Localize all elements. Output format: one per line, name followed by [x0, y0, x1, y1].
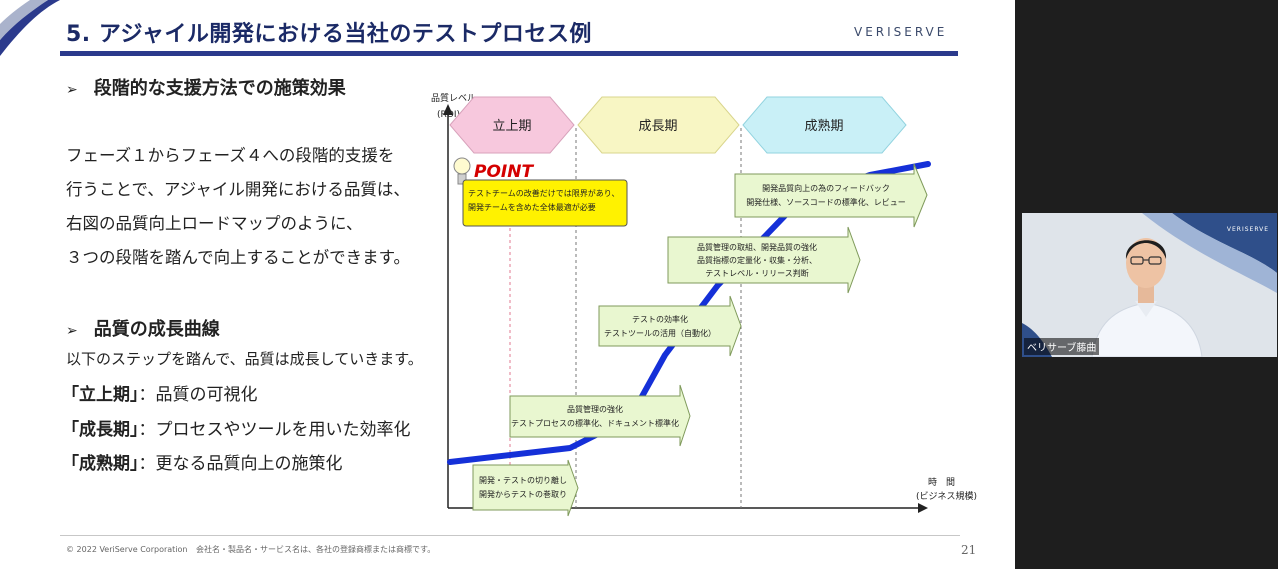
point-label: POINT [474, 162, 534, 182]
step-text: テストの効率化 [632, 314, 688, 324]
step-text: 開発仕様、ソースコードの標準化、レビュー [746, 197, 906, 207]
arrow-bullet-icon: ➢ [66, 323, 78, 339]
brand-logo: VERISERVE [854, 25, 948, 39]
x-axis-label: 時 間 [928, 477, 955, 488]
presenter-video-tile[interactable]: VERISERVE ベリサーブ藤曲 [1022, 213, 1277, 357]
stage-item: 「成熟期」：更なる品質向上の施策化 [62, 454, 343, 474]
section1-line: フェーズ１からフェーズ４への段階的支援を [66, 146, 395, 165]
presenter-name-label: ベリサーブ藤曲 [1024, 338, 1100, 355]
y-axis-label: 品質レベル [431, 92, 476, 104]
step-arrow [598, 295, 742, 357]
step-arrow [509, 384, 691, 447]
page-number: 21 [961, 543, 977, 557]
step-text: 開発・テストの切り離し [479, 475, 567, 485]
slide: 5. アジャイル開発における当社のテストプロセス例 VERISERVE ➢段階的… [0, 0, 1015, 569]
step-text: テストツールの活用（自動化） [604, 328, 716, 338]
section1-line: 行うことで、アジャイル開発における品質は、 [66, 180, 410, 199]
trademark-notice: 会社名・製品名・サービス名は、各社の登録商標または商標です。 [196, 545, 436, 554]
section1-heading: ➢段階的な支援方法での施策効果 [66, 78, 346, 99]
y-axis-label: (ROI) [437, 110, 460, 120]
x-axis-label: (ビジネス規模) [916, 491, 977, 502]
arrow-bullet-icon: ➢ [66, 82, 78, 98]
phase-arrow-seijuku [742, 96, 907, 154]
phase-label: 成熟期 [804, 118, 843, 134]
step-text: テストレベル・リリース判断 [705, 268, 809, 278]
step-arrow [734, 163, 928, 228]
section2-heading: ➢品質の成長曲線 [66, 319, 220, 340]
presenter-video: VERISERVE [1022, 213, 1277, 357]
section2-intro: 以下のステップを踏んで、品質は成長していきます。 [66, 350, 423, 368]
point-note-line: テストチームの改善だけでは限界があり、 [468, 188, 619, 198]
step-text: 開発品質向上の為のフィードバック [762, 183, 890, 193]
lightbulb-icon [453, 157, 471, 175]
step-text: 品質指標の定量化・収集・分析、 [697, 255, 817, 265]
step-text: テストプロセスの標準化、ドキュメント標準化 [511, 418, 679, 428]
step-text: 品質管理の強化 [567, 404, 623, 414]
step-text: 開発からテストの巻取り [479, 489, 567, 499]
copyright: © 2022 VeriServe Corporation [66, 545, 188, 554]
phase-label: 立上期 [492, 119, 531, 134]
stage-item: 「立上期」：品質の可視化 [62, 385, 258, 405]
step-arrow [667, 226, 861, 294]
corner-swoosh-decoration [0, 0, 60, 56]
step-arrow [472, 459, 579, 517]
stage-item: 「成長期」：プロセスやツールを用いた効率化 [62, 420, 411, 440]
phase-label: 成長期 [638, 119, 677, 134]
y-axis-arrowhead [443, 104, 453, 115]
section1-line: 右図の品質向上ロードマップのように、 [66, 214, 363, 233]
title-underline [60, 51, 958, 56]
point-callout: POINT テストチームの改善だけでは限界があり、 開発チームを含めた全体最適が… [453, 157, 628, 227]
phase-arrow-seichou [577, 96, 740, 154]
point-note-box [462, 179, 628, 227]
step-text: 品質管理の取組、開発品質の強化 [697, 242, 817, 252]
point-note-line: 開発チームを含めた全体最適が必要 [468, 202, 596, 212]
phase-arrow-tachiage [449, 96, 575, 154]
section1-line: ３つの段階を踏んで向上することができます。 [66, 248, 411, 267]
x-axis-arrowhead [918, 503, 928, 513]
slide-title: 5. アジャイル開発における当社のテストプロセス例 [66, 22, 592, 47]
quality-roadmap-diagram: 品質レベル (ROI) 時 間 (ビジネス規模) 立上期 成長期 成熟期 POI… [431, 92, 977, 517]
footer-divider [60, 535, 960, 536]
background-brand: VERISERVE [1227, 226, 1269, 233]
